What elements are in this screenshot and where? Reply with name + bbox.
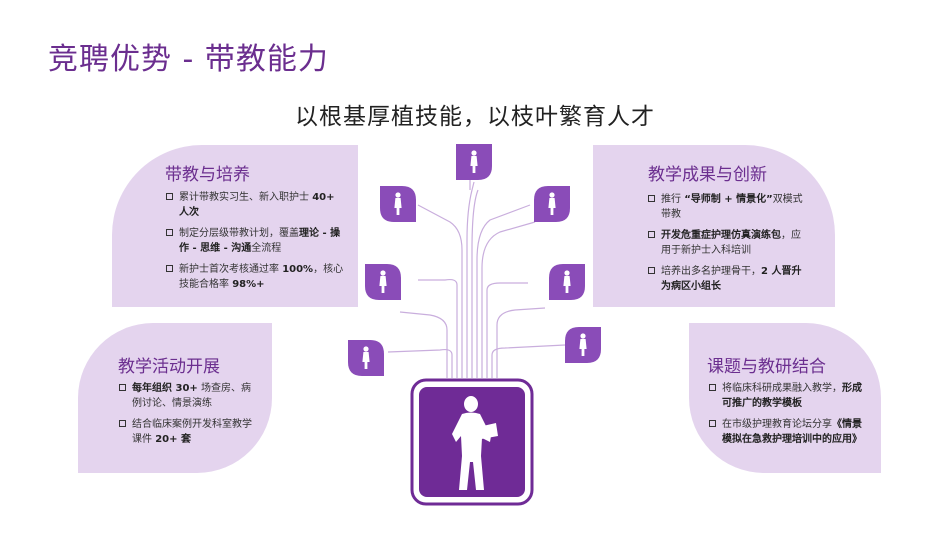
list-research-teaching: 将临床科研成果融入教学，形成可推广的教学模板 在市级护理教育论坛分享《情景模拟在…: [709, 381, 871, 453]
list-item: 累计带教实习生、新入职护士 40+ 人次: [166, 190, 346, 220]
tree-branches: [387, 150, 566, 378]
panel-title-teaching-results: 教学成果与创新: [648, 165, 767, 185]
tree-leaves: [348, 144, 601, 376]
list-item: 新护士首次考核通过率 100%，核心技能合格率 98%+: [166, 262, 346, 292]
panel-teaching-activities: [78, 323, 272, 473]
page-title: 竞聘优势 - 带教能力: [48, 42, 329, 77]
list-item: 推行 “导师制 + 情景化”双模式带教: [648, 192, 803, 222]
person-icon: [348, 340, 384, 376]
person-icon: [456, 144, 492, 180]
teacher-reading-silhouette-icon: [410, 378, 534, 506]
page-subtitle: 以根基厚植技能，以枝叶繁育人才: [295, 104, 655, 130]
list-item: 结合临床案例开发科室教学课件 20+ 套: [119, 417, 259, 447]
person-icon: [380, 186, 416, 222]
list-teaching-results: 推行 “导师制 + 情景化”双模式带教 开发危重症护理仿真演练包，应用于新护士入…: [648, 192, 803, 300]
list-item: 将临床科研成果融入教学，形成可推广的教学模板: [709, 381, 871, 411]
person-icon: [534, 186, 570, 222]
list-item: 培养出多名护理骨干，2 人晋升为病区小组长: [648, 264, 803, 294]
panel-teaching-results: [593, 145, 835, 307]
list-teaching-training: 累计带教实习生、新入职护士 40+ 人次 制定分层级带教计划，覆盖理论 - 操作…: [166, 190, 346, 298]
panel-title-research-teaching: 课题与教研结合: [707, 357, 826, 377]
list-item: 制定分层级带教计划，覆盖理论 - 操作 - 思维 - 沟通全流程: [166, 226, 346, 256]
panel-teaching-training: [112, 145, 358, 307]
panel-research-teaching: [689, 323, 881, 473]
person-icon: [565, 327, 601, 363]
panel-title-teaching-activities: 教学活动开展: [118, 357, 220, 377]
list-item: 开发危重症护理仿真演练包，应用于新护士入科培训: [648, 228, 803, 258]
person-icon: [365, 264, 401, 300]
list-item: 在市级护理教育论坛分享《情景模拟在急救护理培训中的应用》: [709, 417, 871, 447]
list-item: 每年组织 30+ 场查房、病例讨论、情景演练: [119, 381, 259, 411]
list-teaching-activities: 每年组织 30+ 场查房、病例讨论、情景演练 结合临床案例开发科室教学课件 20…: [119, 381, 259, 453]
panel-title-teaching-training: 带教与培养: [165, 165, 250, 185]
person-icon: [549, 264, 585, 300]
